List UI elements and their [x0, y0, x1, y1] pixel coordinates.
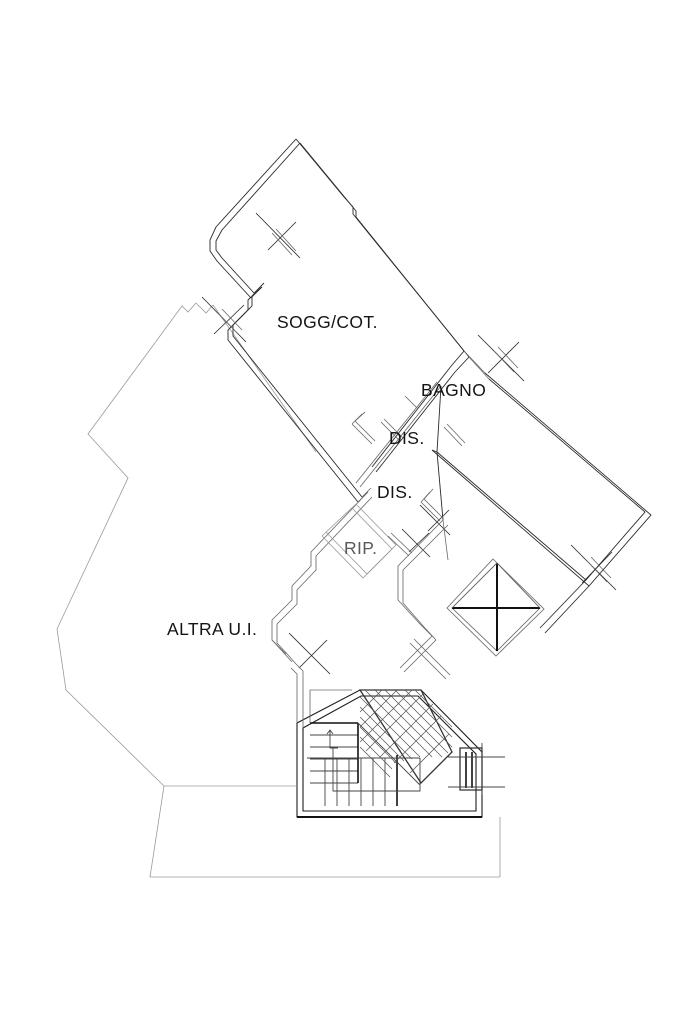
stair-right-detail	[448, 743, 505, 795]
other-unit-outline	[56, 302, 500, 878]
room-label-rip: RIP.	[344, 538, 377, 558]
room-label-sogg-cot: SOGG/COT.	[277, 312, 378, 332]
east-wing-room	[431, 372, 652, 634]
room-label-dis-1: DIS.	[389, 428, 425, 448]
window-openings	[201, 212, 617, 675]
hall-and-storage-walls	[271, 488, 451, 680]
living-kitchen-walls	[227, 196, 470, 503]
stairwell	[271, 639, 505, 818]
stair-flight-upper	[310, 722, 359, 784]
shaft-cavedio	[446, 558, 545, 657]
balcony-terrace	[209, 138, 348, 299]
stair-flight-lower	[307, 755, 420, 806]
room-label-altra-ui: ALTRA U.I.	[167, 619, 257, 639]
lower-left-connection	[164, 785, 501, 877]
bathroom-walls	[351, 350, 490, 488]
stair-landing-hatched	[358, 689, 453, 785]
room-label-dis-2: DIS.	[377, 482, 413, 502]
room-labels: SOGG/COT. BAGNO DIS. DIS. RIP. ALTRA U.I…	[167, 312, 486, 639]
room-label-bagno: BAGNO	[421, 380, 486, 400]
